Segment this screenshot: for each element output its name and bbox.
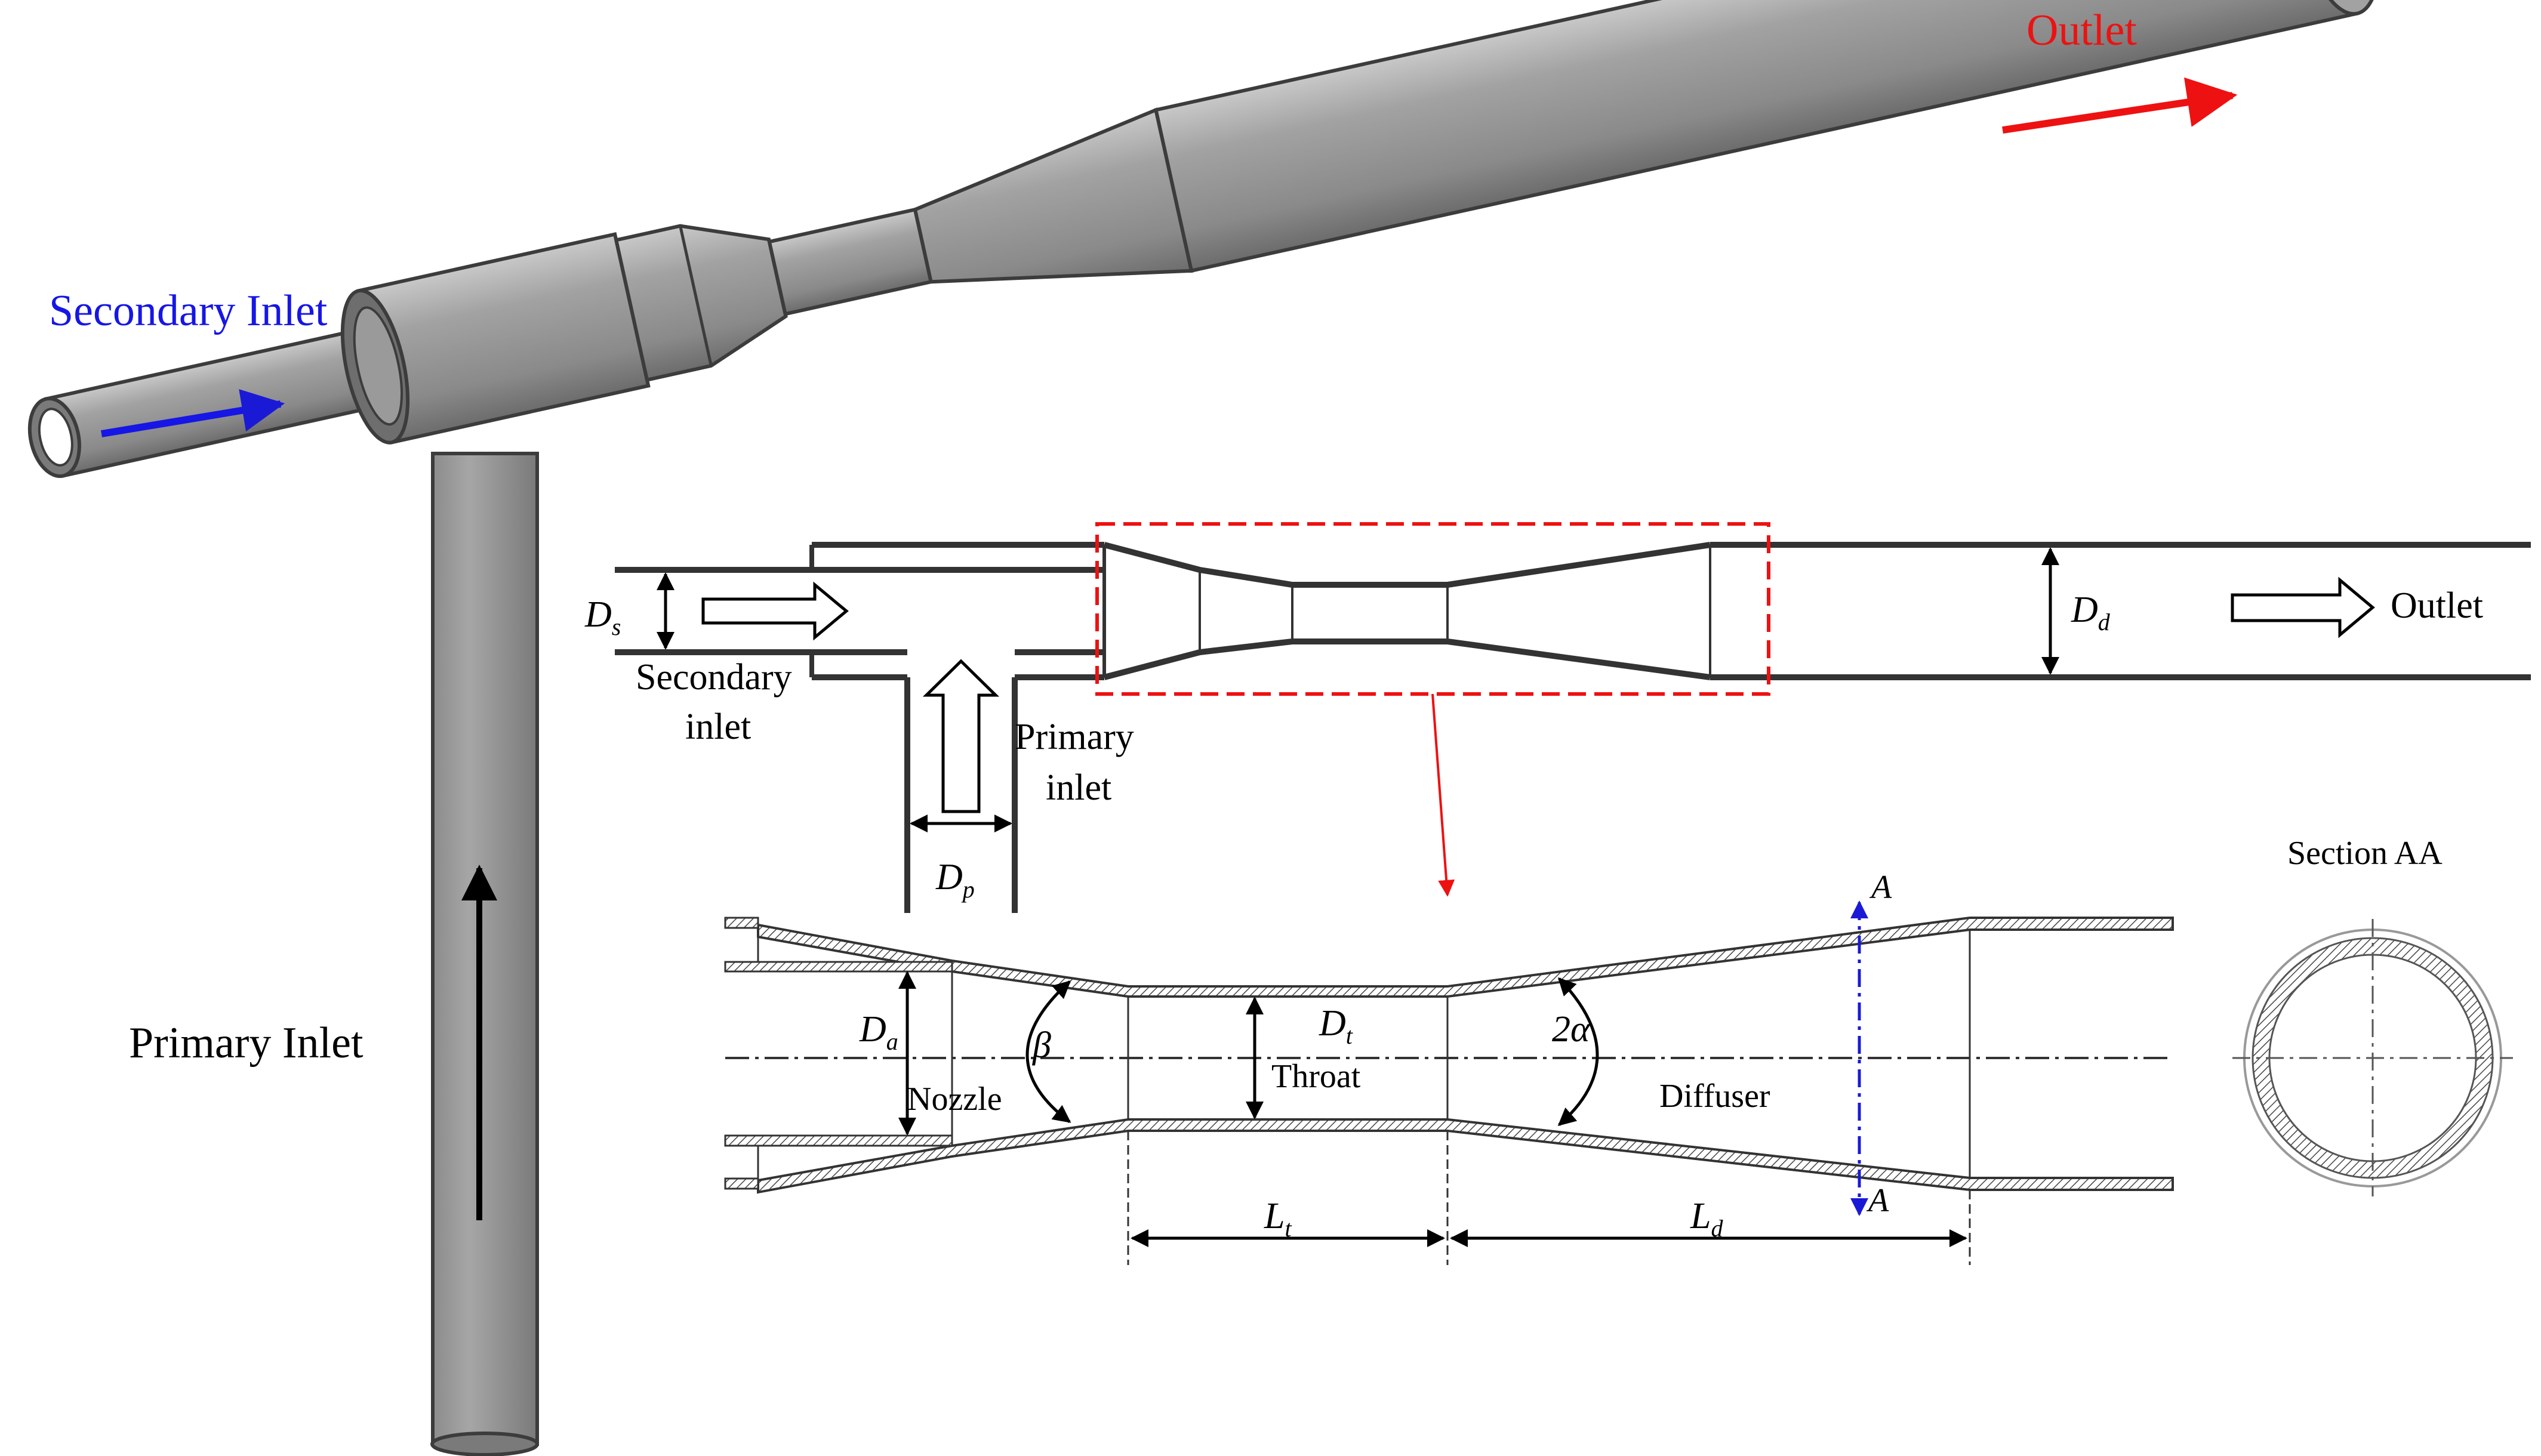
- primary-inlet-label-line1: Primary: [1015, 717, 1134, 757]
- primary-inlet-hollow-arrow: [922, 659, 1000, 813]
- two-alpha-angle-arc: [1557, 977, 1599, 1126]
- secondary-inlet-label-3d: Secondary Inlet: [49, 286, 328, 335]
- throat-label: Throat: [1271, 1058, 1361, 1095]
- schematic-labels: Ds Dd Dp Secondary inlet Primary inlet O…: [584, 585, 2483, 903]
- secondary-inlet-label-line1: Secondary: [636, 657, 792, 698]
- ds-label: Ds: [584, 594, 621, 640]
- diffuser-3d: [913, 107, 1194, 284]
- wall-top-hatched: [757, 917, 2174, 998]
- diffuser-bottom: [1447, 638, 1711, 680]
- da-label: Da: [859, 1009, 898, 1055]
- diffuser-label: Diffuser: [1659, 1078, 1770, 1115]
- section-mark-bottom: A: [1866, 1182, 1889, 1219]
- outlet-flow-arrow: [2002, 77, 2238, 134]
- dd-label: Dd: [2071, 590, 2111, 636]
- outlet-pipe-3d: [1153, 0, 2360, 273]
- ld-label: Ld: [1690, 1196, 1723, 1242]
- section-mark-top: A: [1869, 869, 1892, 906]
- outlet-pipe-end-3d: [2298, 0, 2380, 16]
- nozzle-label: Nozzle: [907, 1081, 1002, 1118]
- secondary-opening-inner-3d: [38, 408, 73, 467]
- converging-section-3d: [614, 224, 788, 382]
- section-aa-view: [2232, 919, 2513, 1196]
- section-aa-title: Section AA: [2287, 835, 2443, 872]
- diffuser-top: [1447, 542, 1711, 588]
- outer-wall-bottom: [724, 1177, 759, 1190]
- seam-1-3d: [679, 226, 713, 366]
- secondary-inlet-label-line2: inlet: [685, 707, 751, 747]
- secondary-pipe-3d: [44, 325, 392, 478]
- secondary-inlet-hollow-arrow: [701, 581, 849, 641]
- chamber-inner-ring-3d: [353, 306, 403, 426]
- primary-inlet-label-3d: Primary Inlet: [129, 1019, 364, 1068]
- primary-pipe-end-3d: [430, 1432, 539, 1456]
- nozzle-wall-top: [724, 961, 953, 973]
- beta-label: β: [1032, 1025, 1051, 1066]
- wall-bottom-hatched: [757, 1118, 2174, 1194]
- beta-angle-arc: [1025, 980, 1071, 1123]
- outlet-label-3d: Outlet: [2026, 6, 2137, 55]
- ejector-schematic: [615, 522, 2531, 913]
- detail-pointer-line: [1431, 693, 1455, 897]
- outlet-label-schematic: Outlet: [2391, 585, 2483, 626]
- outer-wall-top: [724, 917, 759, 929]
- lt-label: Lt: [1264, 1196, 1292, 1242]
- secondary-flow-arrow: [101, 389, 285, 437]
- converging-bottom: [1103, 638, 1293, 680]
- detail-drawing: [724, 900, 2174, 1265]
- outlet-hollow-arrow: [2231, 576, 2375, 638]
- two-alpha-label: 2α: [1552, 1009, 1591, 1050]
- primary-pipe-3d: [431, 452, 539, 1446]
- converging-top: [1103, 542, 1293, 588]
- primary-inlet-label-line2: inlet: [1046, 767, 1111, 808]
- dp-label: Dp: [935, 857, 975, 903]
- throat-3d: [767, 207, 934, 316]
- nozzle-wall-bottom: [724, 1134, 953, 1147]
- ejector-3d-model: Outlet Secondary Inlet Primary Inlet: [27, 0, 2380, 1456]
- detail-labels: Da β Nozzle Dt Throat 2α Diffuser A A Lt…: [859, 835, 2443, 1242]
- dt-label: Dt: [1319, 1003, 1353, 1049]
